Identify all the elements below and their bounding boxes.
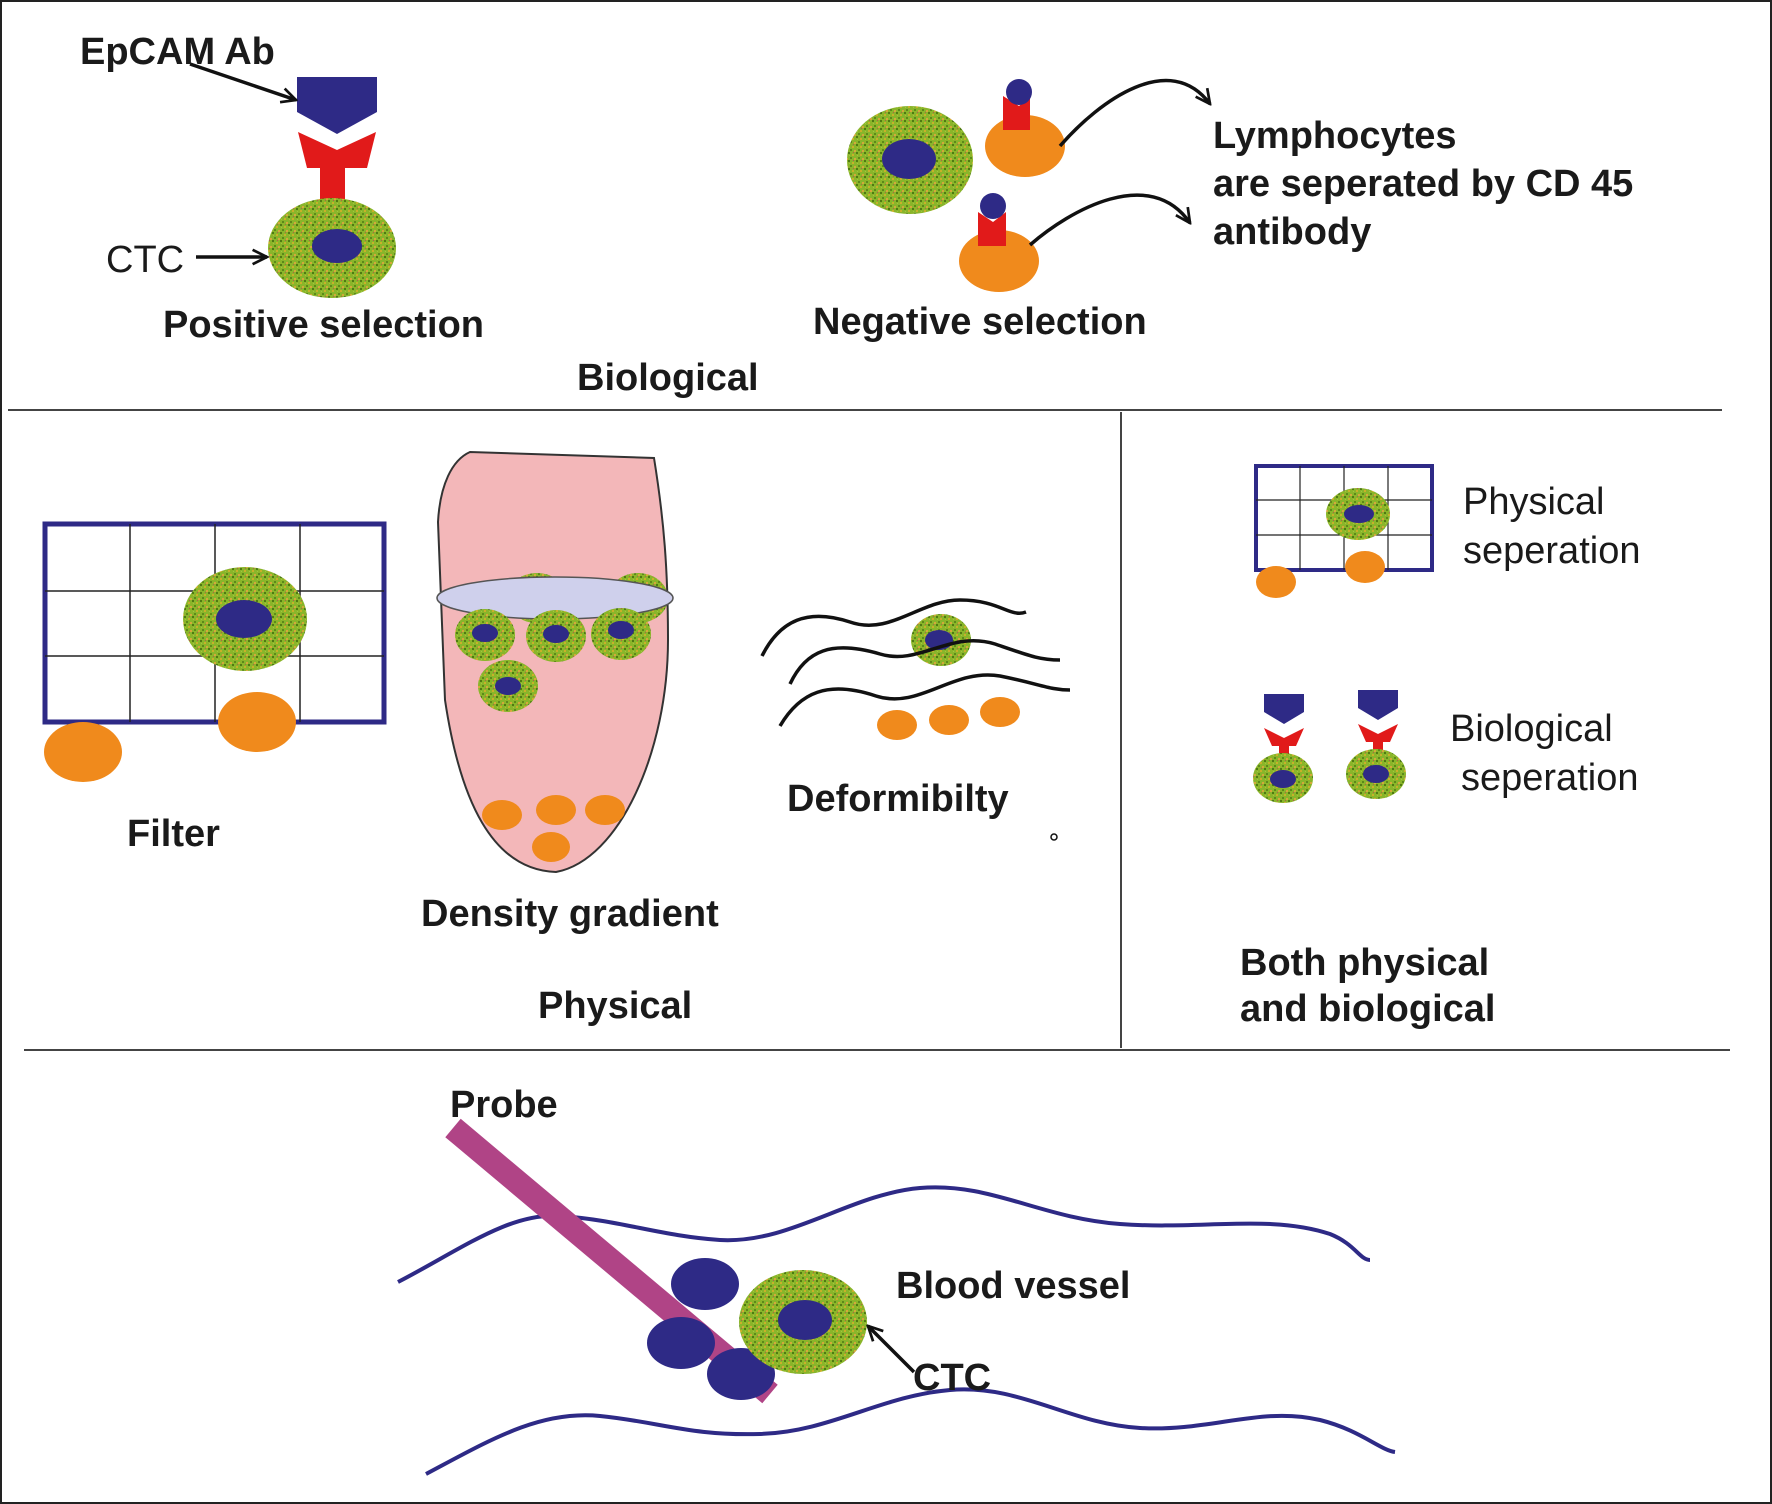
ctc-cell-icon: [455, 609, 515, 661]
probe-label: Probe: [450, 1084, 558, 1126]
captured-cell-icon: [647, 1317, 715, 1369]
ctc-cell-icon: [847, 106, 973, 214]
deformability-group: Deformibilty: [760, 598, 1071, 841]
lymphocyte-icon: [532, 832, 570, 862]
probe-ctc-arrow: [868, 1326, 916, 1374]
negative-selection-caption: Negative selection: [813, 301, 1147, 343]
ctc-label: CTC: [106, 239, 184, 281]
physical-separation-line-1: Physical: [1463, 481, 1605, 523]
captured-cell-icon: [707, 1348, 775, 1400]
epcam-antibody-icon: [297, 77, 377, 200]
ctc-cell-icon: [1326, 488, 1390, 540]
epcam-arrow: [189, 62, 296, 100]
filter-group: Filter: [42, 521, 387, 855]
ctc-cell-icon: [268, 198, 396, 298]
epcam-label: EpCAM Ab: [80, 31, 275, 73]
channel-line: [788, 638, 1061, 685]
both-group: Physical seperation Biological seperatio…: [1240, 464, 1640, 1030]
channel-line: [778, 673, 1071, 727]
lymphocyte-icon: [1345, 551, 1385, 583]
lymphocyte-icon: [985, 79, 1065, 177]
lymphocyte-icon: [585, 795, 625, 825]
physical-section-title: Physical: [538, 985, 692, 1027]
centrifuge-tube-icon: [436, 450, 670, 874]
probe-ctc-label: CTC: [913, 1357, 991, 1399]
negative-note-line-2: are seperated by CD 45: [1213, 163, 1633, 205]
blood-vessel-icon: [425, 1387, 1396, 1476]
epcam-antibody-icon: [1358, 690, 1398, 756]
positive-selection-group: EpCAM Ab CTC Positive selection: [80, 31, 484, 346]
density-gradient-group: Density gradient: [421, 450, 719, 935]
filter-grid-icon: [1254, 464, 1434, 572]
lymphocyte-arrow-2: [1028, 193, 1190, 247]
lymphocyte-icon: [536, 795, 576, 825]
ctc-cell-icon: [591, 608, 651, 660]
lymphocyte-icon: [959, 193, 1039, 292]
blood-vessel-label: Blood vessel: [896, 1265, 1130, 1307]
lymphocyte-icon: [929, 705, 969, 735]
epcam-antibody-icon: [1264, 694, 1304, 760]
deformability-caption: Deformibilty: [787, 778, 1009, 820]
ctc-cell-icon: [1253, 753, 1313, 803]
channel-line: [760, 598, 1027, 657]
probe-icon: [445, 1118, 778, 1404]
filter-caption: Filter: [127, 813, 220, 855]
negative-note-line-3: antibody: [1213, 211, 1371, 253]
lymphocyte-arrow-1: [1058, 78, 1210, 148]
captured-cell-icon: [671, 1258, 739, 1310]
lymphocyte-icon: [44, 722, 122, 782]
ctc-cell-icon: [526, 610, 586, 662]
lymphocyte-icon: [482, 800, 522, 830]
ctc-cell-icon: [1346, 749, 1406, 799]
ctc-cell-icon: [183, 567, 307, 671]
both-title-line-1: Both physical: [1240, 942, 1489, 984]
positive-selection-caption: Positive selection: [163, 304, 484, 346]
probe-panel-group: Probe Blood vessel CTC: [397, 1084, 1396, 1476]
biological-section-title: Biological: [577, 357, 759, 399]
ctc-cell-icon: [478, 660, 538, 712]
lymphocyte-icon: [980, 697, 1020, 727]
negative-selection-group: Lymphocytes are seperated by CD 45 antib…: [813, 78, 1633, 343]
both-title-line-2: and biological: [1240, 988, 1495, 1030]
lymphocyte-icon: [218, 692, 296, 752]
ctc-cell-icon: [739, 1270, 867, 1374]
density-gradient-caption: Density gradient: [421, 893, 719, 935]
physical-separation-line-2: seperation: [1463, 530, 1640, 572]
biological-separation-line-1: Biological: [1450, 708, 1613, 750]
lymphocyte-icon: [877, 710, 917, 740]
negative-note-line-1: Lymphocytes: [1213, 115, 1457, 157]
lymphocyte-icon: [1256, 566, 1296, 598]
biological-separation-line-2: seperation: [1461, 757, 1638, 799]
